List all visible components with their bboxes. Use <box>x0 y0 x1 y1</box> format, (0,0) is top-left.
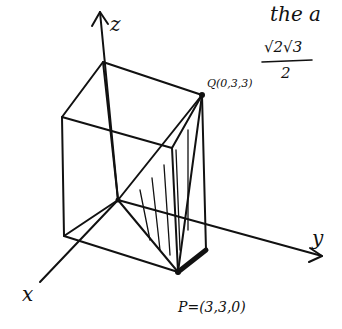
front-faces <box>62 117 178 272</box>
z-axis <box>100 12 118 200</box>
point-label: Q(0,3,3) <box>207 78 253 89</box>
fraction-numerator: √2√3 <box>264 40 302 55</box>
axis-label: z <box>110 14 121 34</box>
axis-label: x <box>22 284 33 304</box>
y-axis <box>118 200 322 256</box>
origin-dot <box>116 198 121 203</box>
hidden-edge <box>64 200 118 236</box>
y-arrowhead <box>309 248 322 262</box>
thick-edge <box>178 250 206 272</box>
triangle <box>118 95 202 272</box>
note-text: the a <box>270 4 321 24</box>
fraction-bar <box>262 60 312 62</box>
top-face <box>62 62 202 148</box>
axis-label: y <box>312 228 323 248</box>
point-label: P=(3,3,0) <box>178 300 246 314</box>
hidden-edge <box>103 62 118 200</box>
point-dot <box>175 269 181 275</box>
z-arrowhead <box>92 12 108 26</box>
back-edge <box>202 95 206 250</box>
fraction-denominator: 2 <box>281 66 291 81</box>
point-dot <box>199 92 205 98</box>
hatching <box>140 130 188 255</box>
